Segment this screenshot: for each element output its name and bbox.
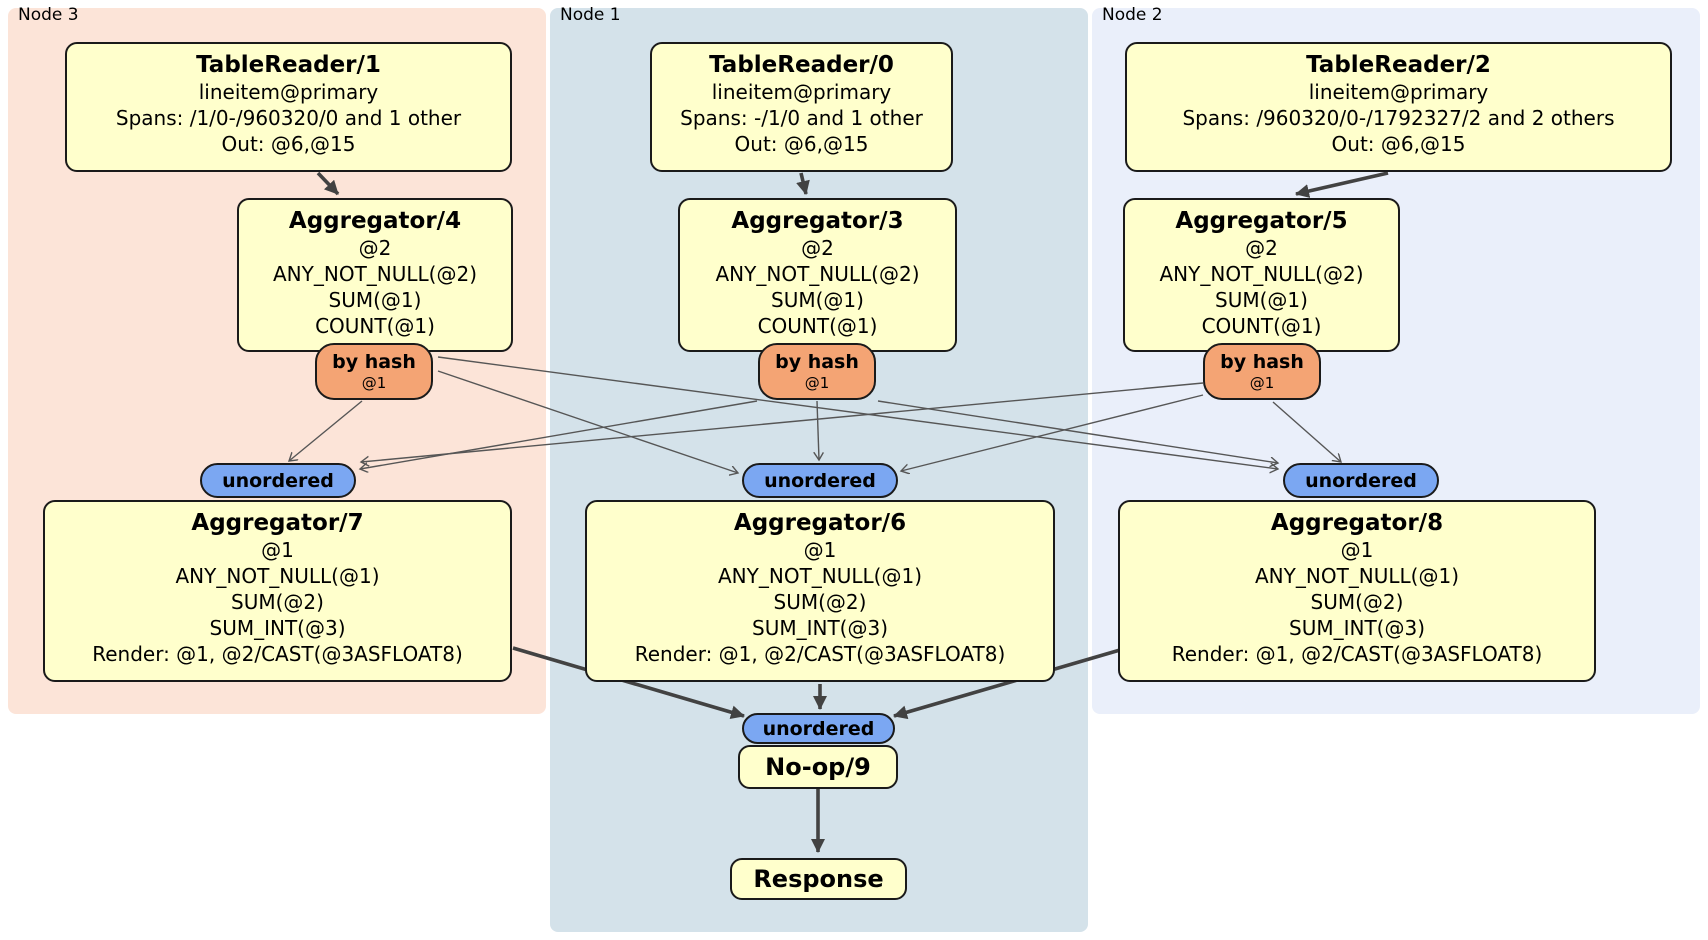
processor-line: Out: @6,@15 [734, 132, 869, 156]
node-label: Node 1 [560, 5, 621, 25]
processor-line: Out: @6,@15 [221, 132, 356, 156]
processor-line: SUM_INT(@3) [1289, 616, 1425, 640]
processor-line: ANY_NOT_NULL(@1) [175, 564, 380, 588]
edge-byhash3-unordered2 [437, 356, 1278, 469]
processor-title: Aggregator/3 [731, 208, 904, 234]
processor-line: SUM(@1) [328, 288, 422, 312]
sync-unordered-node1: unordered [742, 463, 898, 498]
processor-title: Aggregator/4 [288, 208, 462, 234]
node-label: Node 2 [1102, 5, 1163, 25]
processor-line: COUNT(@1) [315, 314, 435, 338]
processor-title: TableReader/2 [1306, 52, 1491, 78]
router-label: by hash [332, 351, 416, 373]
processor-box-aggregator-6: Aggregator/6 @1 ANY_NOT_NULL(@1) SUM(@2)… [585, 500, 1055, 682]
router-by-hash-node2: by hash @1 [1203, 343, 1321, 400]
processor-box-aggregator-8: Aggregator/8 @1 ANY_NOT_NULL(@1) SUM(@2)… [1118, 500, 1596, 682]
processor-line: Out: @6,@15 [1331, 132, 1466, 156]
processor-box-aggregator-7: Aggregator/7 @1 ANY_NOT_NULL(@1) SUM(@2)… [43, 500, 512, 682]
processor-line: SUM_INT(@3) [209, 616, 346, 640]
processor-line: @2 [1245, 236, 1278, 260]
processor-box-response: Response [730, 858, 907, 900]
router-label: by hash [1220, 351, 1304, 373]
processor-line: Spans: /1/0-/960320/0 and 1 other [115, 106, 462, 130]
sync-unordered-node3: unordered [200, 463, 356, 498]
processor-line: SUM(@1) [1215, 288, 1308, 312]
edge-byhash3-unordered3 [289, 400, 363, 461]
processor-line: Spans: -/1/0 and 1 other [680, 106, 923, 130]
processor-title: No-op/9 [765, 753, 871, 781]
processor-box-aggregator-4: Aggregator/4 @2 ANY_NOT_NULL(@2) SUM(@1)… [237, 198, 513, 352]
processor-title: Response [753, 865, 884, 893]
router-detail: @1 [361, 374, 387, 392]
processor-line: lineitem@primary [198, 80, 379, 104]
processor-box-aggregator-3: Aggregator/3 @2 ANY_NOT_NULL(@2) SUM(@1)… [678, 198, 957, 352]
node-label: Node 3 [18, 5, 79, 25]
router-detail: @1 [1249, 374, 1275, 392]
edge-tablereader1-aggregator4 [316, 171, 340, 196]
processor-box-tablereader-2: TableReader/2 lineitem@primary Spans: /9… [1125, 42, 1672, 172]
processor-line: lineitem@primary [711, 80, 892, 104]
processor-line: ANY_NOT_NULL(@2) [715, 262, 920, 286]
edge-byhash3-unordered1 [437, 370, 738, 473]
edge-aggregator7-sync [512, 646, 745, 720]
processor-title: TableReader/1 [196, 52, 381, 78]
edge-byhash2-unordered2 [1272, 401, 1341, 462]
processor-title: Aggregator/8 [1270, 510, 1444, 536]
edge-byhash2-unordered1 [901, 394, 1204, 471]
edge-byhash2-unordered3 [361, 382, 1204, 462]
processor-title: Aggregator/6 [733, 510, 907, 536]
processor-line: @1 [261, 538, 294, 562]
processor-box-tablereader-1: TableReader/1 lineitem@primary Spans: /1… [65, 42, 512, 172]
processor-line: SUM(@2) [773, 590, 867, 614]
edge-tablereader2-aggregator5 [1295, 171, 1389, 198]
edge-tablereader0-aggregator3 [796, 172, 810, 195]
processor-line: COUNT(@1) [757, 314, 878, 338]
sync-unordered-node2: unordered [1283, 463, 1439, 498]
processor-line: SUM(@2) [231, 590, 324, 614]
processor-line: lineitem@primary [1308, 80, 1489, 104]
processor-title: Aggregator/7 [191, 510, 364, 536]
processor-line: @2 [358, 236, 392, 260]
processor-box-tablereader-0: TableReader/0 lineitem@primary Spans: -/… [650, 42, 953, 172]
edge-aggregator8-sync [893, 648, 1121, 720]
processor-line: @2 [801, 236, 834, 260]
sync-unordered-final: unordered [742, 713, 895, 744]
processor-line: ANY_NOT_NULL(@1) [1255, 564, 1459, 588]
processor-line: ANY_NOT_NULL(@1) [718, 564, 922, 588]
processor-line: Render: @1, @2/CAST(@3ASFLOAT8) [634, 642, 1006, 666]
edge-byhash1-unordered3 [360, 400, 758, 469]
processor-line: Render: @1, @2/CAST(@3ASFLOAT8) [1171, 642, 1543, 666]
edge-byhash1-unordered1 [817, 400, 819, 460]
processor-line: SUM_INT(@3) [752, 616, 888, 640]
processor-line: Spans: /960320/0-/1792327/2 and 2 others [1182, 106, 1615, 130]
processor-title: TableReader/0 [709, 52, 894, 78]
processor-line: @1 [1340, 538, 1374, 562]
processor-line: Render: @1, @2/CAST(@3ASFLOAT8) [92, 642, 463, 666]
router-by-hash-node1: by hash @1 [758, 343, 876, 400]
processor-title: Aggregator/5 [1175, 208, 1348, 234]
processor-line: SUM(@1) [771, 288, 864, 312]
processor-box-aggregator-5: Aggregator/5 @2 ANY_NOT_NULL(@2) SUM(@1)… [1123, 198, 1400, 352]
router-label: by hash [775, 351, 859, 373]
router-detail: @1 [804, 374, 830, 392]
processor-line: SUM(@2) [1310, 590, 1404, 614]
processor-line: COUNT(@1) [1201, 314, 1322, 338]
processor-line: ANY_NOT_NULL(@2) [273, 262, 477, 286]
edge-byhash1-unordered2 [877, 400, 1278, 463]
processor-line: @1 [803, 538, 837, 562]
router-by-hash-node3: by hash @1 [315, 343, 433, 400]
processor-box-noop-9: No-op/9 [738, 745, 898, 789]
processor-line: ANY_NOT_NULL(@2) [1159, 262, 1364, 286]
